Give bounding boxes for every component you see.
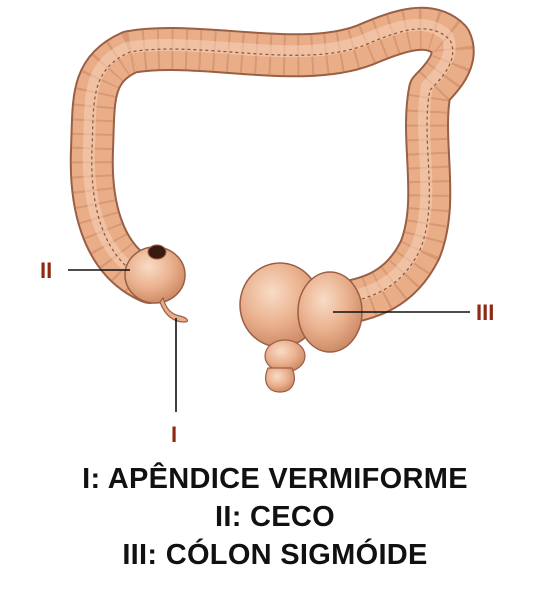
colon-highlight: [82, 18, 456, 307]
sigmoid-colon: [239, 262, 363, 393]
taenia-band: [91, 28, 454, 306]
legend: I: APÊNDICE VERMIFORME II: CECO III: CÓL…: [0, 460, 550, 574]
colon: [69, 6, 475, 327]
large-intestine-diagram: II I III: [40, 6, 494, 447]
marker-I: I: [171, 422, 177, 447]
legend-cecum: II: CECO: [214, 501, 335, 533]
marker-II: II: [40, 258, 52, 283]
legend-appendix: I: APÊNDICE VERMIFORME: [82, 463, 468, 495]
marker-III: III: [476, 300, 494, 325]
rectum: [265, 367, 295, 393]
cecum: [124, 244, 186, 304]
appendix: [159, 296, 189, 323]
legend-sigmoid: III: CÓLON SIGMÓIDE: [122, 539, 428, 571]
